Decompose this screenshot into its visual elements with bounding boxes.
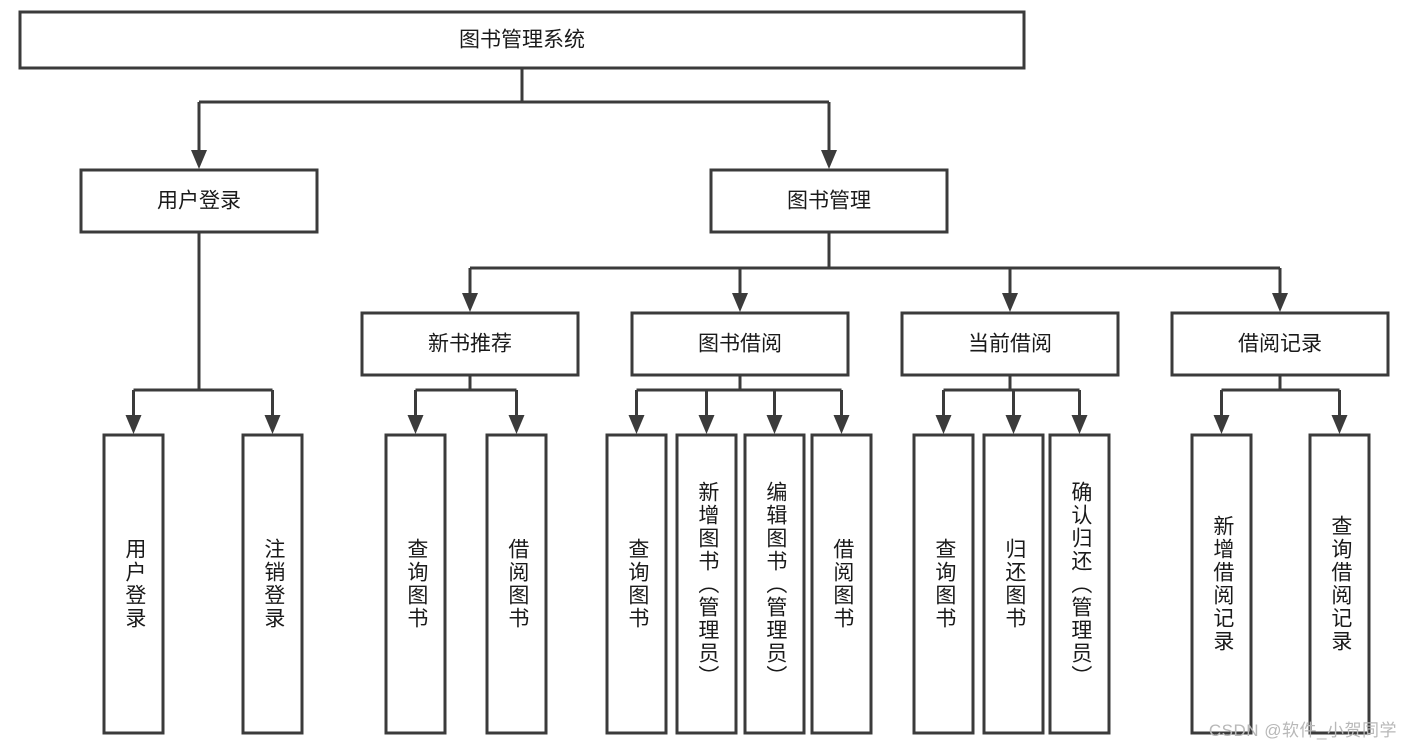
node-box-bb-edit-book[interactable] <box>743 433 806 735</box>
connector-arrowhead <box>766 415 783 434</box>
connector-arrowhead <box>125 415 142 434</box>
connector-arrowhead <box>698 415 715 434</box>
node-label-root: 图书管理系统 <box>459 29 585 52</box>
node-box-layer <box>18 10 1390 735</box>
connector-arrowhead <box>1002 293 1018 312</box>
connector-arrowhead <box>1213 415 1230 434</box>
connector-arrowhead <box>833 415 850 434</box>
node-box-nbr-query-book[interactable] <box>384 433 447 735</box>
connector-arrowhead <box>1272 293 1288 312</box>
node-label-current-borrow: 当前借阅 <box>968 333 1052 356</box>
node-box-user-login[interactable] <box>79 168 319 234</box>
node-box-borrow-record[interactable] <box>1170 311 1390 377</box>
connector-arrowhead <box>191 150 207 169</box>
node-label-book-management: 图书管理 <box>787 190 871 213</box>
node-box-bb-borrow-book[interactable] <box>810 433 873 735</box>
node-box-br-query-record[interactable] <box>1308 433 1371 735</box>
node-box-cb-query-book[interactable] <box>912 433 975 735</box>
connector-arrowhead <box>1331 415 1348 434</box>
connector-arrowhead <box>264 415 281 434</box>
connector-arrowhead <box>407 415 424 434</box>
node-box-cb-confirm-return[interactable] <box>1048 433 1111 735</box>
connector-arrowhead <box>821 150 837 169</box>
node-box-bb-add-book[interactable] <box>675 433 738 735</box>
node-box-book-management[interactable] <box>709 168 949 234</box>
node-label-book-borrow: 图书借阅 <box>698 333 782 356</box>
connector-arrowhead <box>935 415 952 434</box>
connector-layer <box>125 68 1348 434</box>
node-box-nbr-borrow-book[interactable] <box>485 433 548 735</box>
connector-arrowhead <box>1071 415 1088 434</box>
node-box-root[interactable] <box>18 10 1026 70</box>
connector-arrowhead <box>462 293 478 312</box>
node-box-book-borrow[interactable] <box>630 311 850 377</box>
node-label-user-login: 用户登录 <box>157 190 241 213</box>
node-box-leaf-user-login[interactable] <box>102 433 165 735</box>
node-label-borrow-record: 借阅记录 <box>1238 333 1322 356</box>
connector-arrowhead <box>508 415 525 434</box>
node-box-cb-return-book[interactable] <box>982 433 1045 735</box>
connector-arrowhead <box>628 415 645 434</box>
node-box-current-borrow[interactable] <box>900 311 1120 377</box>
node-box-bb-query-book[interactable] <box>605 433 668 735</box>
watermark: CSDN @软件_小贺同学 <box>1208 721 1397 740</box>
node-box-br-add-record[interactable] <box>1190 433 1253 735</box>
node-box-leaf-user-logout[interactable] <box>241 433 304 735</box>
connector-arrowhead <box>1005 415 1022 434</box>
node-box-new-book-rec[interactable] <box>360 311 580 377</box>
node-label-new-book-rec: 新书推荐 <box>428 333 512 356</box>
connector-arrowhead <box>732 293 748 312</box>
